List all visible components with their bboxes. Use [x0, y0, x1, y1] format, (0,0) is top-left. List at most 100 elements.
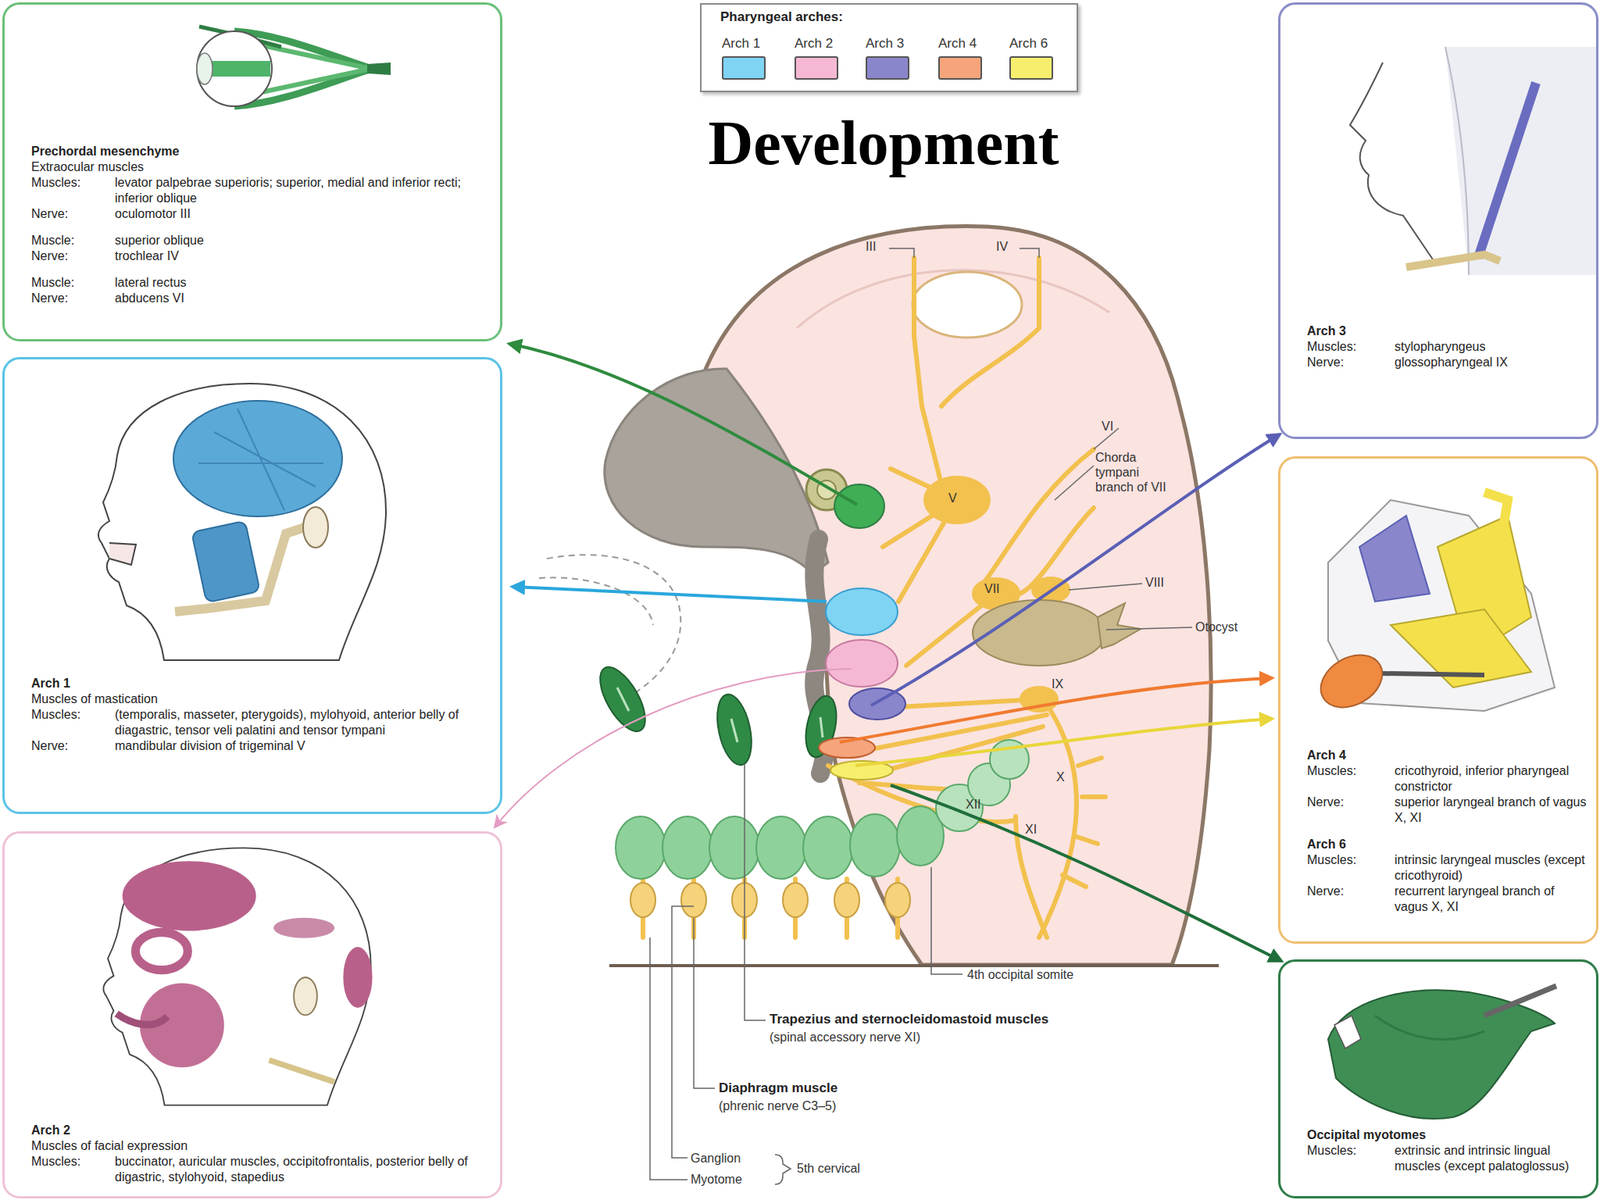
field-key: Muscle: — [31, 275, 115, 291]
pharyngeal-arches — [825, 639, 898, 687]
muscle-box: Arch 1Muscles of masticationMuscles:(tem… — [2, 357, 503, 815]
tongue-illustration — [1328, 990, 1555, 1119]
muscle-box: Arch 2Muscles of facial expressionMuscle… — [2, 831, 503, 1199]
larynx-illustration — [1484, 492, 1508, 547]
occipital-somites — [803, 816, 854, 879]
ganglia — [782, 882, 808, 918]
box-text: Prechordal mesenchymeExtraocular muscles… — [31, 143, 485, 307]
field-key: Nerve: — [31, 206, 115, 222]
head-illustration — [116, 1013, 168, 1025]
field-value: cricothyroid, inferior pharyngeal constr… — [1394, 763, 1589, 795]
field-value: levator palpebrae superioris; superior, … — [114, 175, 485, 207]
cranial-nerves — [914, 257, 942, 485]
box-subheading: Muscles of mastication — [31, 691, 485, 708]
nerve-label: X — [1056, 769, 1065, 785]
otocyst-shape — [972, 600, 1106, 666]
eye-illustration — [261, 45, 368, 68]
larynx-illustration — [1382, 673, 1485, 675]
field-value: extrinsic and intrinsic lingual muscles … — [1394, 1142, 1589, 1175]
legend-swatch — [865, 56, 910, 80]
larynx-illustration — [1311, 492, 1555, 718]
diagram-title: Development — [649, 105, 1118, 181]
cranial-nerves — [642, 878, 898, 938]
structure-label: 4th occipital somite — [967, 967, 1074, 983]
box-heading: Occipital myotomes — [1307, 1127, 1589, 1143]
field-key: Muscles: — [1307, 763, 1395, 795]
embryo-illustration — [604, 368, 829, 575]
pharyngeal-arches — [825, 588, 898, 636]
head-illustration — [303, 507, 329, 548]
head-illustration — [98, 383, 386, 661]
arrows — [512, 586, 827, 602]
neck-illustration — [1445, 46, 1469, 275]
structure-label: Myotome — [690, 1171, 743, 1187]
pharyngeal-arches — [834, 484, 885, 529]
field-key: Nerve: — [1307, 883, 1395, 915]
legend-text: Arch 4 — [938, 35, 977, 52]
head-illustration — [342, 946, 372, 1008]
ganglia — [630, 882, 656, 918]
box-text: Arch 1Muscles of masticationMuscles:(tem… — [31, 675, 485, 754]
legend-text: Arch 3 — [865, 35, 904, 52]
field-value: trochlear IV — [114, 248, 485, 265]
nerve-label: V — [948, 490, 958, 506]
neck-illustration — [1406, 254, 1500, 268]
muscle-caption: Trapezius and sternocleidomastoid muscle… — [769, 1011, 1049, 1027]
leader-lines — [1068, 583, 1143, 590]
box-text: Occipital myotomesMuscles:extrinsic and … — [1307, 1127, 1589, 1175]
embryo-illustration — [703, 226, 1211, 965]
structure-label: Ganglion — [690, 1150, 741, 1166]
nerve-label: Chorda tympani branch of VII — [1095, 450, 1170, 495]
leader-lines — [931, 867, 963, 975]
nerve-caption: (spinal accessory nerve XI) — [769, 1029, 921, 1045]
legend-text: Arch 1 — [721, 35, 761, 52]
field-key: Nerve: — [1307, 794, 1395, 826]
field-key: Muscles: — [1307, 1142, 1395, 1175]
box-heading: Arch 6 — [1307, 836, 1589, 853]
muscle-box: Occipital myotomesMuscles:extrinsic and … — [1278, 959, 1599, 1199]
eye-illustration — [261, 69, 368, 93]
tongue-illustration — [1328, 985, 1557, 1119]
field-value: buccinator, auricular muscles, occipitof… — [114, 1153, 485, 1186]
legend-swatch — [1009, 56, 1054, 80]
eye-illustration — [367, 62, 391, 75]
cranial-nerves — [941, 257, 1040, 407]
occipital-somites — [756, 816, 807, 879]
tongue-illustration — [1484, 985, 1557, 1016]
arrows — [495, 343, 1282, 961]
box-text: Arch 3Muscles:stylopharyngeusNerve:gloss… — [1307, 323, 1589, 371]
leader-lines — [693, 917, 715, 1089]
field-value: lateral rectus — [114, 275, 485, 291]
occipital-somites — [662, 816, 713, 879]
head-illustration — [98, 383, 386, 661]
cranial-nerves — [925, 478, 989, 522]
field-key: Muscle: — [31, 232, 115, 249]
head-illustration — [109, 542, 136, 565]
leader-lines — [889, 248, 915, 258]
arrows — [495, 668, 852, 827]
leader-lines — [1106, 627, 1193, 630]
head-illustration — [122, 860, 257, 931]
tongue-illustration — [1334, 1015, 1361, 1049]
ganglia — [681, 882, 707, 918]
legend-heading: Pharyngeal arches: — [720, 9, 843, 25]
field-value: recurrent laryngeal branch of vagus X, X… — [1394, 883, 1589, 915]
box-heading: Arch 2 — [31, 1122, 485, 1139]
nerve-label: XII — [965, 796, 982, 812]
occipital-somites — [709, 816, 760, 879]
larynx-illustration — [1311, 644, 1393, 718]
neck-illustration — [1478, 82, 1536, 258]
cranial-nerves — [984, 449, 1094, 583]
nerve-label: VI — [1101, 418, 1114, 434]
field-key: Muscles: — [31, 175, 115, 207]
legend-swatch — [938, 56, 983, 80]
head-illustration — [103, 847, 372, 1105]
neck-illustration — [1350, 46, 1599, 275]
head-illustration — [293, 977, 318, 1015]
legend-text: Arch 6 — [1009, 35, 1048, 52]
field-value: oculomotor III — [114, 206, 485, 222]
box-heading: Arch 1 — [31, 675, 485, 692]
field-key: Muscles: — [1307, 339, 1395, 355]
larynx-illustration — [1359, 515, 1430, 602]
field-key: Nerve: — [31, 248, 115, 265]
